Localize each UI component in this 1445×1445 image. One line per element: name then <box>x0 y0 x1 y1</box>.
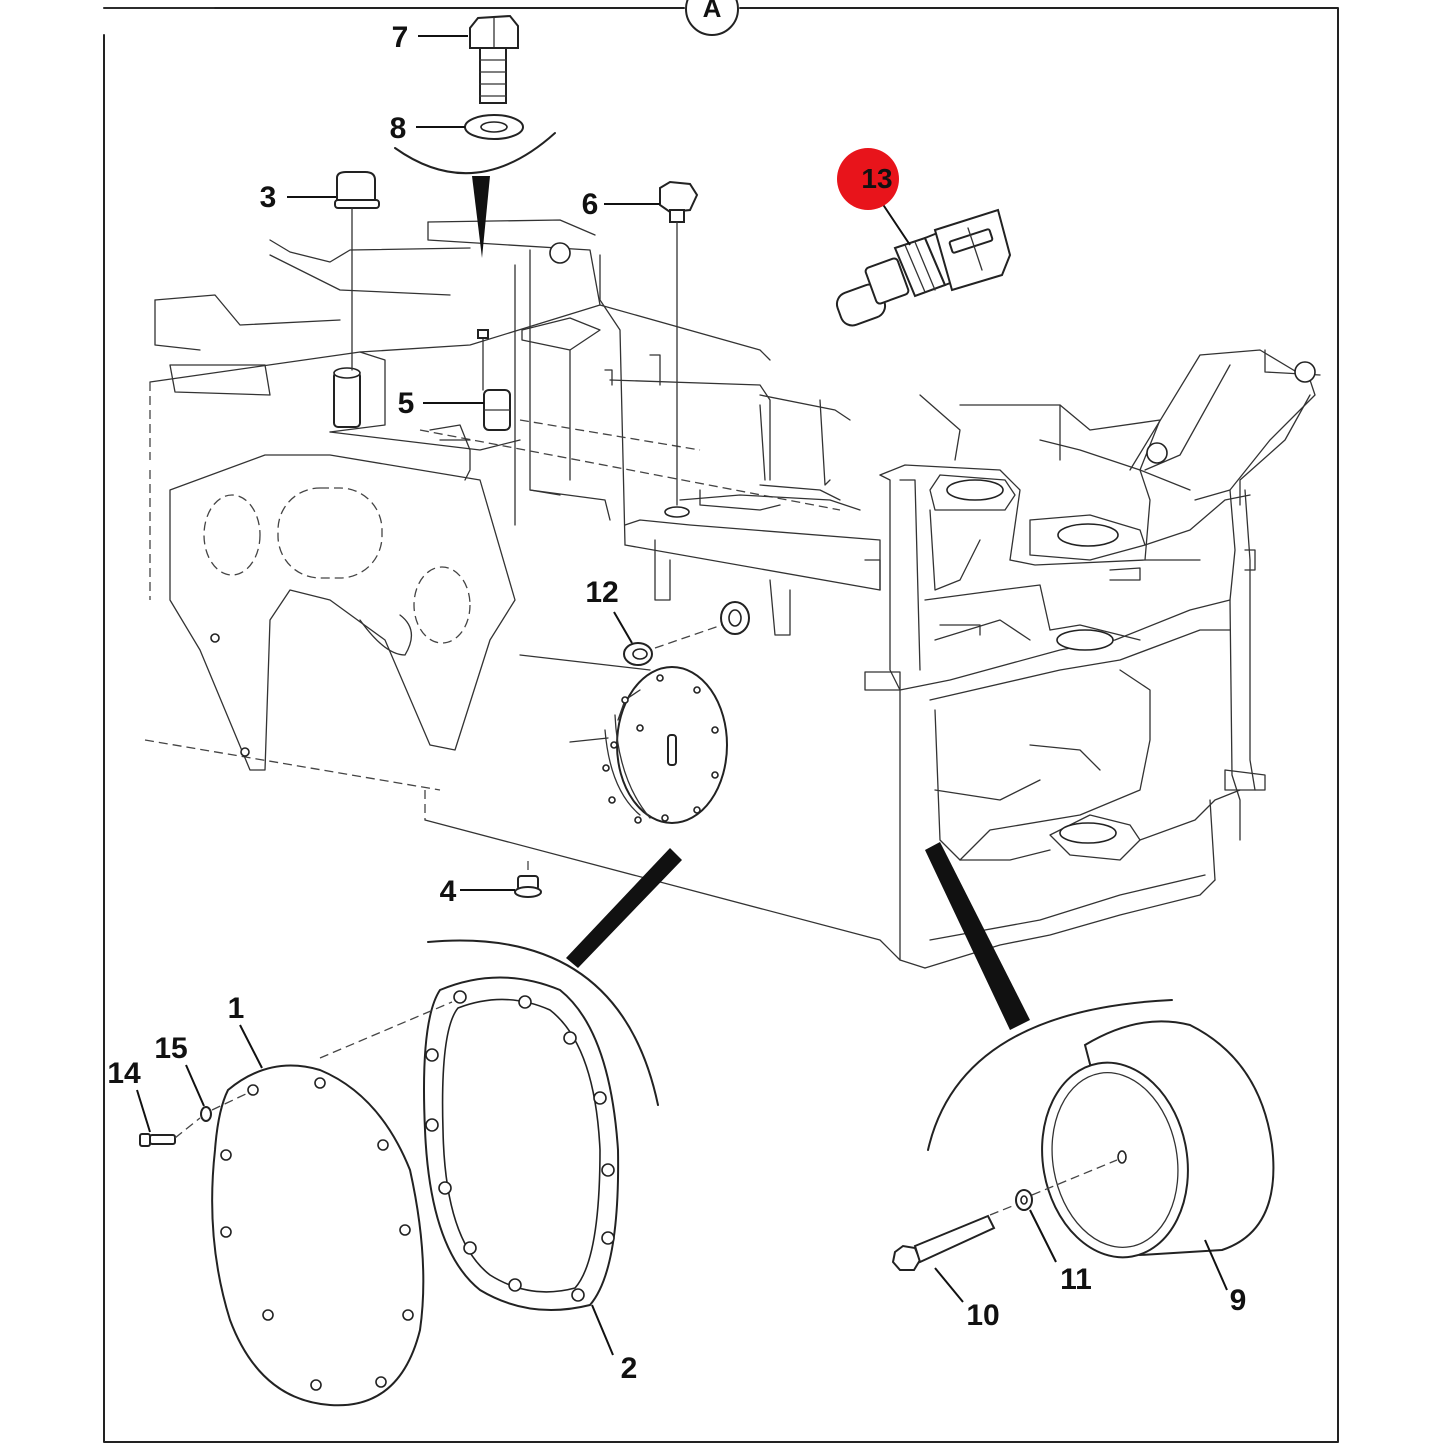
view-marker-a: A <box>685 0 739 36</box>
plug-12 <box>623 601 750 666</box>
callout-1: 1 <box>228 992 245 1025</box>
center-cover <box>569 666 728 824</box>
mounting-post <box>333 367 361 428</box>
view-label: A <box>703 0 722 23</box>
callout-3: 3 <box>260 181 277 214</box>
cap-3 <box>334 171 380 371</box>
callout-5: 5 <box>398 387 415 420</box>
machine-frame <box>144 219 1321 969</box>
fitting-6 <box>659 180 699 518</box>
callout-8: 8 <box>390 112 407 145</box>
cover-1 <box>211 1001 453 1407</box>
callout-15: 15 <box>154 1032 187 1065</box>
callout-12: 12 <box>585 576 618 609</box>
bolt-10 <box>891 1214 996 1271</box>
bolt-7 <box>469 14 519 104</box>
filter-9 <box>1031 1020 1275 1259</box>
diagram-frame <box>103 7 1339 1443</box>
detail-arrow-cover <box>566 848 682 968</box>
frame-end-plate <box>169 454 516 771</box>
detail-arc-left <box>427 939 659 1106</box>
washer-8 <box>464 114 524 140</box>
callouts: 7 8 3 6 5 12 4 1 15 14 2 10 11 9 <box>107 21 1246 1385</box>
callout-9: 9 <box>1230 1284 1247 1317</box>
highlight-badge <box>837 148 899 210</box>
callout-7: 7 <box>392 21 409 54</box>
detail-arc-right <box>925 842 1173 1151</box>
plug-4 <box>514 858 542 898</box>
callout-14: 14 <box>107 1057 141 1090</box>
callout-13: 13 <box>861 163 892 194</box>
callout-2: 2 <box>621 1352 638 1385</box>
callout-11: 11 <box>1060 1263 1092 1296</box>
callout-10: 10 <box>966 1299 999 1332</box>
callout-13-highlight: 13 <box>837 148 899 210</box>
callout-4: 4 <box>440 875 457 908</box>
washer-15 <box>200 1091 251 1122</box>
washer-11 <box>989 1189 1033 1216</box>
gasket-2 <box>423 976 620 1311</box>
component-5 <box>429 329 511 481</box>
screw-14 <box>139 1117 201 1147</box>
sensor-13 <box>835 208 1012 327</box>
leader-lines <box>136 35 1228 1356</box>
callout-6: 6 <box>582 188 599 221</box>
detail-arc-top <box>394 132 556 258</box>
